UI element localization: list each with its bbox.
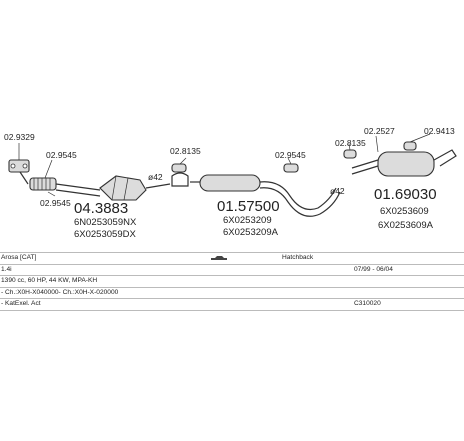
part-code-2b: 6X0253209A: [223, 227, 279, 238]
dim-label-2: ø42: [330, 186, 345, 196]
body-type-cell: Hatchback: [282, 254, 314, 261]
part-number-1: 04.3883: [74, 200, 128, 217]
exhaust-diagram: 02.9329 02.9545 02.9545 02.8135 02.9545 …: [4, 126, 457, 240]
vehicle-info-table: Arosa [CAT] Hatchback 1.4i 07/99 - 06/04…: [0, 252, 464, 311]
reference-code-cell: C310020: [354, 300, 381, 307]
model-cell: Arosa [CAT]: [1, 254, 37, 261]
ref-label-8: 02.9413: [424, 126, 455, 136]
chassis-range-cell: - Ch.:X0H-X040000- Ch.:X0H-X-020000: [1, 288, 119, 296]
part-code-1b: 6X0253059DX: [74, 229, 136, 240]
ref-label-5: 02.9545: [275, 150, 306, 160]
part-number-2: 01.57500: [217, 198, 280, 215]
middle-silencer-part[interactable]: [190, 174, 341, 217]
clamp-part[interactable]: [171, 172, 189, 187]
date-range-cell: 07/99 - 06/04: [354, 265, 393, 273]
part-code-1a: 6N0253059NX: [74, 217, 137, 228]
ref-label-1: 02.9329: [4, 132, 35, 142]
flex-pipe-part[interactable]: [29, 177, 101, 197]
part-code-2a: 6X0253209: [223, 215, 272, 226]
dim-label-1: ø42: [148, 172, 163, 182]
car-body-icon: [210, 255, 228, 261]
ref-label-6: 02.8135: [335, 138, 366, 148]
part-code-3a: 6X0253609: [380, 206, 429, 217]
catalytic-converter-part[interactable]: [99, 175, 171, 201]
table-row: 1390 cc, 60 HP, 44 KW, MPA-KH: [0, 275, 464, 287]
table-row: - Ch.:X0H-X040000- Ch.:X0H-X-020000: [0, 286, 464, 299]
front-flange-part[interactable]: [8, 159, 30, 185]
ref-label-4: 02.8135: [170, 146, 201, 156]
table-row: Arosa [CAT] Hatchback: [0, 252, 464, 264]
ref-label-3: 02.9545: [40, 198, 71, 208]
part-number-3: 01.69030: [374, 186, 437, 203]
note-cell: - KatExel. Act: [1, 300, 41, 307]
table-row: 1.4i 07/99 - 06/04: [0, 263, 464, 276]
ref-label-7: 02.2527: [364, 126, 395, 136]
rear-silencer-part[interactable]: [351, 149, 457, 177]
engine-spec-cell: 1390 cc, 60 HP, 44 KW, MPA-KH: [1, 277, 98, 284]
engine-cell: 1.4i: [1, 265, 12, 273]
ref-label-2: 02.9545: [46, 150, 77, 160]
table-row: - KatExel. Act C310020: [0, 298, 464, 311]
part-code-3b: 6X0253609A: [378, 220, 434, 231]
